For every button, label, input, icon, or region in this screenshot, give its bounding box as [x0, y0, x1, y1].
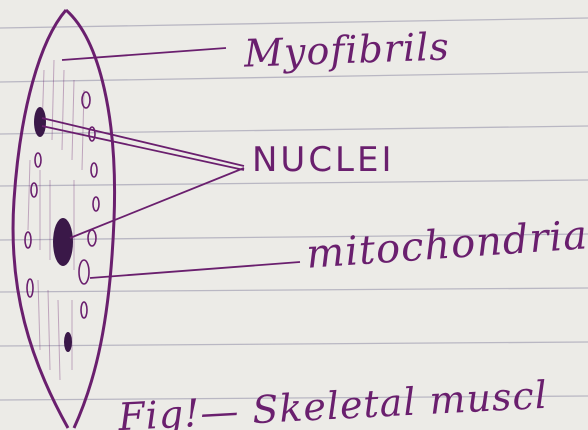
mitochondrion: [82, 92, 90, 108]
mitochondrion: [91, 163, 97, 177]
leader-mitochondria: [90, 262, 300, 278]
mitochondrion: [27, 279, 33, 297]
mitochondrion: [81, 302, 87, 318]
label-nuclei: NUCLEI: [252, 140, 395, 180]
nucleus: [64, 332, 72, 352]
leader-myofibrils: [62, 48, 226, 60]
nucleus: [34, 107, 46, 137]
myofibril-striations: [28, 60, 84, 380]
label-myofibrils: Myofibrils: [243, 24, 450, 75]
mitochondrion: [79, 260, 89, 284]
leader-nuclei-lower: [70, 168, 244, 238]
ruled-lines: [0, 18, 588, 400]
nucleus: [53, 218, 73, 266]
mitochondrion: [88, 230, 96, 246]
mitochondrion: [93, 197, 99, 211]
mitochondrion: [35, 153, 41, 167]
